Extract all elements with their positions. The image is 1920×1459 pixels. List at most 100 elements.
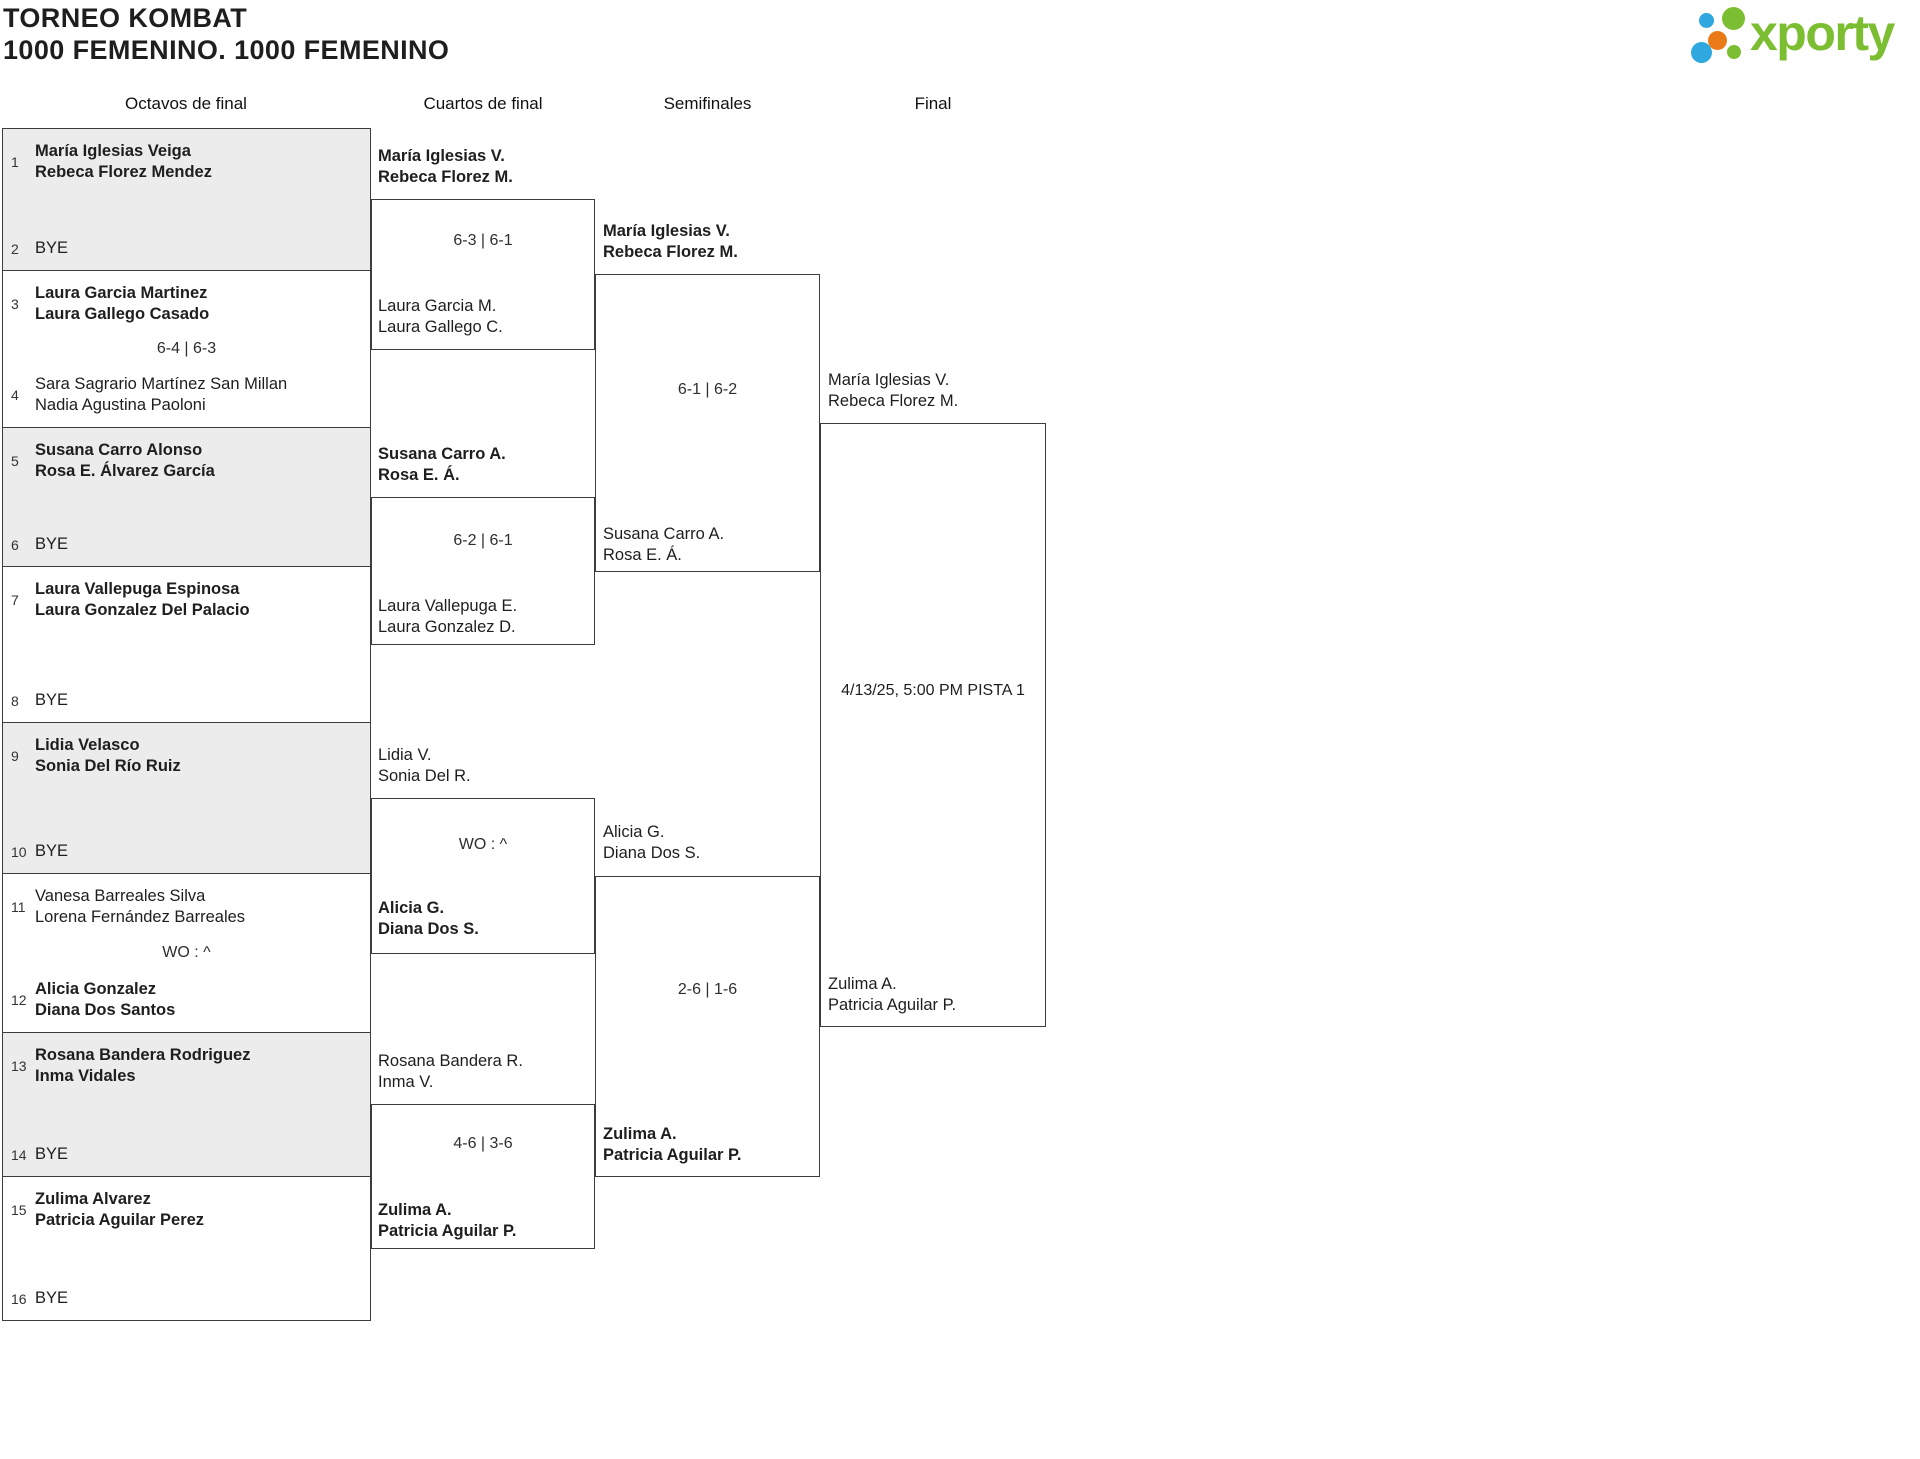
match-score: WO : ^ bbox=[458, 836, 508, 853]
logo-dot-icon bbox=[1722, 7, 1745, 30]
seed-number: 14 bbox=[11, 1146, 27, 1163]
logo-dot-icon bbox=[1727, 45, 1741, 59]
team-name: Rosana Bandera Rodriguez bbox=[35, 1046, 251, 1064]
seed-number: 15 bbox=[11, 1202, 27, 1218]
team-slot: 16 BYE bbox=[11, 1288, 68, 1309]
xporty-logo[interactable]: xporty bbox=[1688, 5, 1916, 78]
semifinal-match-2-box bbox=[595, 876, 820, 1177]
cuartos-match-3-box bbox=[371, 798, 595, 954]
page-title: TORNEO KOMBAT 1000 FEMENINO. 1000 FEMENI… bbox=[3, 2, 449, 66]
team-name: Patricia Aguilar P. bbox=[828, 996, 957, 1014]
team-label: María Iglesias V.Rebeca Florez M. bbox=[603, 221, 738, 263]
team-name: Laura Vallepuga Espinosa bbox=[35, 580, 240, 598]
team-label: Laura Vallepuga E.Laura Gonzalez D. bbox=[378, 596, 517, 638]
seed-number: 11 bbox=[11, 899, 26, 915]
team-name: BYE bbox=[35, 239, 69, 257]
seed-number: 9 bbox=[11, 748, 19, 764]
team-name: Zulima Alvarez bbox=[35, 1190, 151, 1208]
team-name: Rosa E. Á. bbox=[603, 546, 682, 564]
team-name: Sonia Del R. bbox=[378, 767, 471, 785]
round-header-octavos: Octavos de final bbox=[125, 94, 247, 113]
team-name: Nadia Agustina Paoloni bbox=[35, 396, 206, 414]
team-name: María Iglesias V. bbox=[828, 371, 950, 389]
team-label: Lidia V.Sonia Del R. bbox=[378, 745, 471, 787]
team-name: Laura Garcia Martinez bbox=[35, 284, 208, 302]
team-label: Laura Garcia M. Laura Gallego C. bbox=[378, 296, 503, 338]
logo-dot-icon bbox=[1691, 42, 1712, 63]
team-name: BYE bbox=[35, 1289, 69, 1307]
team-label: Susana Carro A.Rosa E. Á. bbox=[603, 524, 724, 566]
seed-number: 3 bbox=[11, 296, 19, 312]
team-name: Rebeca Florez M. bbox=[603, 243, 738, 261]
team-slot: 8 BYE bbox=[11, 690, 68, 711]
team-name: Laura Vallepuga E. bbox=[378, 597, 518, 615]
seed-number: 1 bbox=[11, 154, 19, 170]
team-label: Rosana Bandera R.Inma V. bbox=[378, 1051, 523, 1093]
logo-dot-icon bbox=[1699, 13, 1714, 28]
team-slot: 6 BYE bbox=[11, 534, 68, 555]
tournament-name: TORNEO KOMBAT bbox=[3, 3, 248, 33]
team-name: Zulima A. bbox=[378, 1201, 452, 1219]
team-name: María Iglesias Veiga bbox=[35, 142, 191, 160]
round-header-semifinales: Semifinales bbox=[663, 94, 752, 113]
team-name: Inma V. bbox=[378, 1073, 434, 1091]
team-name: BYE bbox=[35, 535, 69, 553]
seed-number: 10 bbox=[11, 843, 27, 860]
team-slot: 10 BYE bbox=[11, 841, 68, 862]
logo-dot-icon bbox=[1708, 31, 1727, 50]
match-score: WO : ^ bbox=[162, 944, 211, 961]
team-name: Susana Carro Alonso bbox=[35, 441, 203, 459]
final-match-box bbox=[820, 423, 1046, 1027]
team-name: Laura Garcia M. bbox=[378, 297, 497, 315]
team-name: BYE bbox=[35, 842, 69, 860]
team-label: María Iglesias V. Rebeca Florez M. bbox=[828, 370, 958, 412]
seed-number: 6 bbox=[11, 536, 19, 553]
team-name: Alicia G. bbox=[378, 899, 445, 917]
match-score: 6-4 | 6-3 bbox=[156, 340, 217, 357]
team-name: Inma Vidales bbox=[35, 1067, 136, 1085]
final-schedule: 4/13/25, 5:00 PM PISTA 1 bbox=[841, 682, 1025, 699]
match-score: 6-2 | 6-1 bbox=[453, 532, 513, 549]
cuartos-match-2-box bbox=[371, 497, 595, 645]
team-name: Diana Dos Santos bbox=[35, 1001, 176, 1019]
team-name: Zulima A. bbox=[603, 1125, 677, 1143]
team-name: Laura Gonzalez Del Palacio bbox=[35, 601, 250, 619]
team-label: Alicia G.Diana Dos S. bbox=[378, 898, 479, 940]
team-label: María Iglesias V.Rebeca Florez M. bbox=[378, 146, 513, 188]
team-name: Patricia Aguilar Perez bbox=[35, 1211, 205, 1229]
team-label: Zulima A.Patricia Aguilar P. bbox=[378, 1200, 516, 1242]
match-score: 6-1 | 6-2 bbox=[677, 381, 738, 398]
team-slot: 2 BYE bbox=[11, 238, 68, 259]
team-name: Sara Sagrario Martínez San Millan bbox=[35, 375, 288, 393]
cuartos-match-1-box bbox=[371, 199, 595, 350]
team-name: Zulima A. bbox=[828, 975, 897, 993]
team-name: Lorena Fernández Barreales bbox=[35, 908, 246, 926]
team-name: Laura Gallego C. bbox=[378, 318, 503, 336]
team-name: Rosa E. Á. bbox=[378, 466, 460, 484]
team-name: Vanesa Barreales Silva bbox=[35, 887, 206, 905]
team-slot: 14 BYE bbox=[11, 1144, 68, 1165]
team-name: Rebeca Florez M. bbox=[828, 392, 959, 410]
team-name: Laura Gallego Casado bbox=[35, 305, 210, 323]
team-name: María Iglesias V. bbox=[378, 147, 505, 165]
team-name: Susana Carro A. bbox=[378, 445, 506, 463]
logo-wordmark: xporty bbox=[1750, 5, 1895, 61]
team-label: Susana Carro A. Rosa E. Á. bbox=[378, 444, 506, 486]
seed-number: 13 bbox=[11, 1058, 27, 1074]
